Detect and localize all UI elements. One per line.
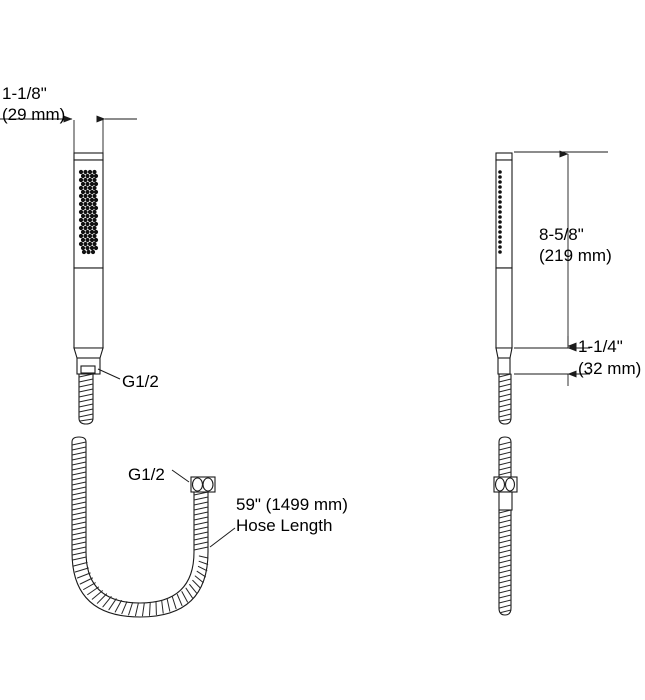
side-hose-fitting [493, 476, 518, 511]
hose-end-fitting [190, 476, 216, 493]
connector-length-metric: (32 mm) [578, 359, 641, 378]
hose-stub-outline [78, 374, 94, 425]
inlet-thread-label: G1/2 [122, 372, 159, 391]
front-view-group: G1/2 [0, 84, 348, 618]
spray-face-cap [73, 152, 104, 161]
body-length-metric: (219 mm) [539, 246, 612, 265]
inlet-thread-leader-line [97, 368, 121, 380]
hose-fitting-circle-right [202, 477, 214, 492]
body-length-imperial: 8-5/8" [539, 225, 584, 244]
side-handle [495, 267, 513, 349]
side-hose-stub-outline [498, 374, 512, 425]
side-inlet-collar [497, 357, 511, 375]
hose-fitting-circle-left [191, 477, 204, 492]
hose-length-caption: Hose Length [236, 516, 332, 535]
handle-taper [73, 347, 104, 359]
side-view-group: 8-5/8" (219 mm) 1-1/4" (32 mm) [493, 150, 641, 616]
hose-coils-bend [72, 555, 209, 617]
spray-face-dots [78, 169, 99, 255]
hose-bend-outer [71, 551, 209, 618]
hose-bend-inner [85, 551, 195, 604]
side-fitting-shank [498, 491, 513, 511]
side-handle-taper [495, 347, 513, 359]
side-hose-upper [498, 436, 512, 477]
side-hose-upper-coils [498, 441, 512, 476]
side-fitting-circle-left [494, 477, 506, 492]
hose-length-callout: 59" (1499 mm) Hose Length [209, 495, 348, 548]
width-dimension-imperial: 1-1/8" [2, 84, 47, 103]
hose-coils-right-leg [193, 491, 209, 551]
width-dimension-metric: (29 mm) [2, 105, 65, 124]
inlet-thread-callout: G1/2 [97, 368, 159, 391]
body-length-dimension: 8-5/8" (219 mm) [514, 150, 612, 350]
hose-length-leader-line [209, 527, 236, 548]
side-hose-stub-coils [498, 373, 512, 422]
hose-length-value: 59" (1499 mm) [236, 495, 348, 514]
hose-thread-callout: G1/2 [128, 465, 190, 484]
handshower-side [495, 152, 513, 375]
hose-stub-front [78, 373, 94, 425]
hose-u-shape [71, 436, 209, 618]
handshower-handle [73, 267, 104, 349]
side-spray-face-cap [495, 152, 513, 161]
side-hose-upper-cap [498, 436, 512, 443]
inlet-thread-marker [80, 365, 96, 374]
side-spray-dots [498, 170, 502, 254]
connector-length-imperial: 1-1/4" [578, 337, 623, 356]
side-fitting-circle-right [504, 477, 516, 492]
side-hose-lower-outline [498, 510, 512, 616]
side-hose-lower-coils [498, 509, 512, 613]
hose-stub-coils [78, 373, 94, 422]
side-hose-lower [498, 509, 512, 616]
hose-coils-left-leg [71, 441, 87, 556]
connector-length-dimension: 1-1/4" (32 mm) [514, 336, 641, 386]
hose-thread-leader-line [171, 469, 190, 483]
hose-left-top-cap [71, 436, 87, 443]
handshower-front [73, 152, 104, 375]
width-dimension [0, 115, 137, 155]
hose-thread-label: G1/2 [128, 465, 165, 484]
side-hose-stub [498, 373, 512, 425]
